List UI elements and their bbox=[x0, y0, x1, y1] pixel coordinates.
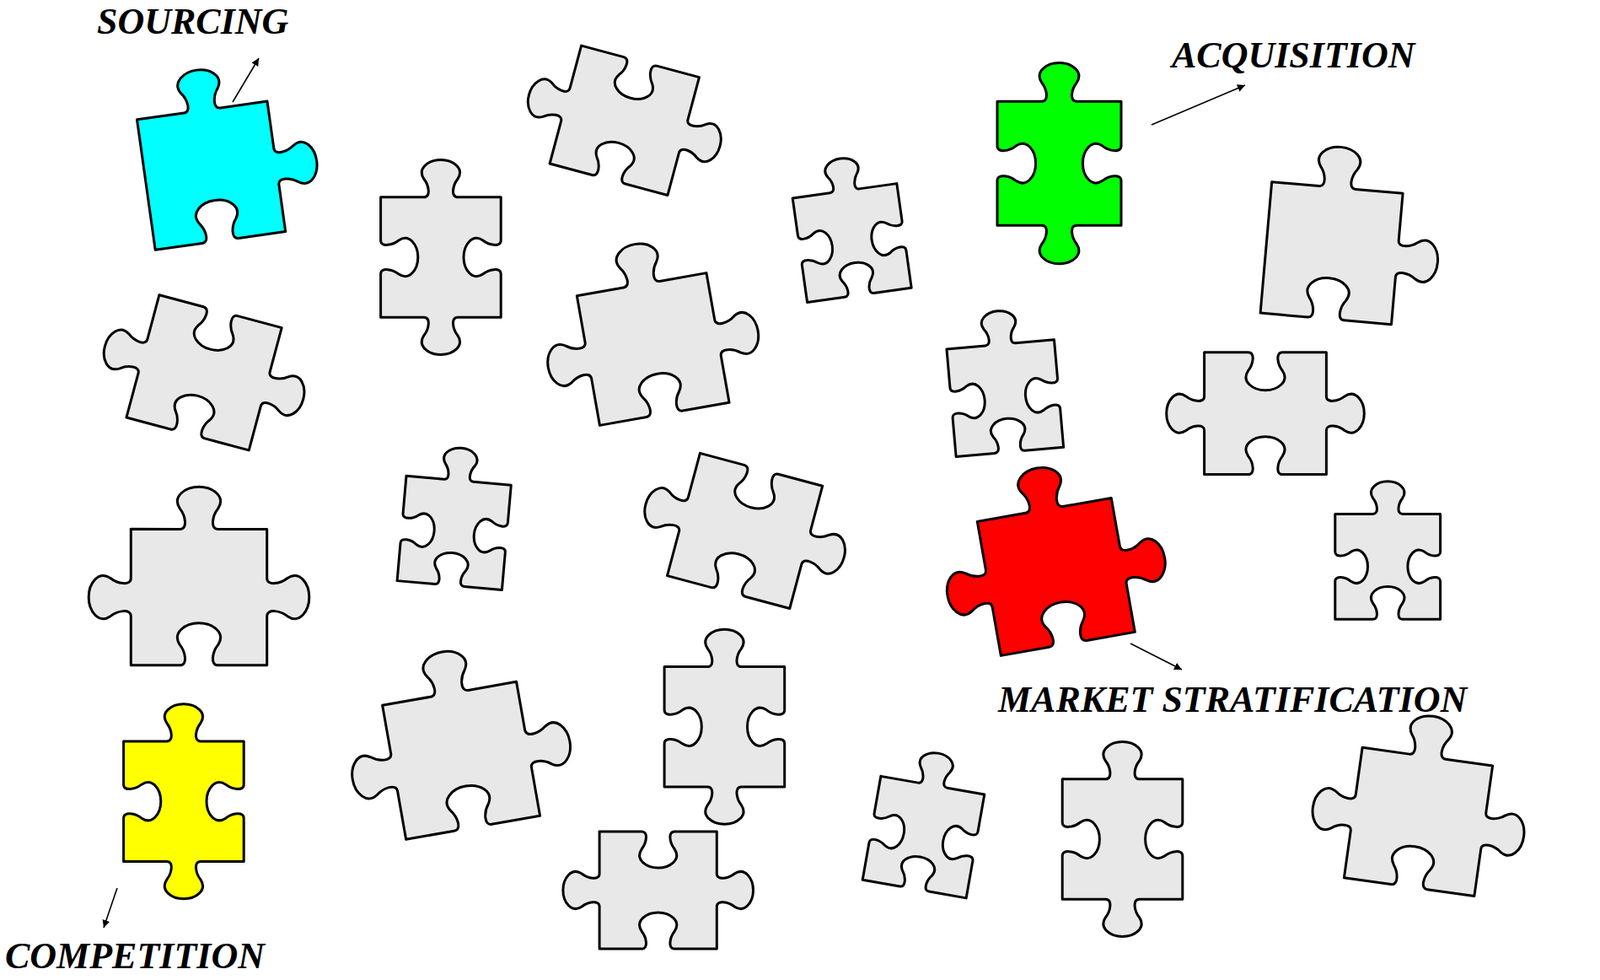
puzzle-piece bbox=[1166, 352, 1365, 475]
leader-lines bbox=[103, 58, 1246, 928]
leader-arrow bbox=[232, 58, 259, 103]
puzzle-piece bbox=[928, 448, 1176, 663]
puzzle-piece bbox=[333, 632, 582, 847]
piece-label: ACQUISITION bbox=[1171, 37, 1416, 75]
puzzle-piece bbox=[664, 628, 785, 824]
puzzle-piece bbox=[513, 36, 736, 206]
puzzle-piece bbox=[563, 831, 754, 949]
puzzle-piece bbox=[1260, 141, 1447, 328]
puzzle-piece bbox=[88, 284, 320, 461]
puzzle-piece bbox=[788, 150, 912, 302]
puzzle-piece bbox=[88, 486, 310, 666]
puzzle-piece bbox=[943, 306, 1064, 457]
puzzle-piece bbox=[862, 743, 990, 898]
puzzle-piece bbox=[123, 703, 245, 899]
puzzle-piece bbox=[1062, 741, 1183, 937]
leader-arrow bbox=[1130, 643, 1182, 670]
piece-label: SOURCING bbox=[96, 3, 289, 41]
puzzle-piece bbox=[131, 55, 327, 251]
puzzle-piece bbox=[397, 443, 515, 591]
puzzle-pieces bbox=[88, 36, 1539, 950]
leader-arrow bbox=[103, 887, 118, 928]
puzzle-piece bbox=[628, 442, 860, 618]
piece-label: COMPETITION bbox=[5, 937, 265, 975]
leader-arrow bbox=[1151, 85, 1246, 125]
puzzle-piece bbox=[529, 225, 769, 433]
puzzle-piece bbox=[1304, 701, 1540, 902]
puzzle-piece bbox=[381, 160, 502, 355]
puzzle-piece bbox=[1335, 481, 1441, 619]
piece-label: MARKET STRATIFICATION bbox=[998, 681, 1467, 719]
puzzle-piece bbox=[997, 63, 1122, 264]
